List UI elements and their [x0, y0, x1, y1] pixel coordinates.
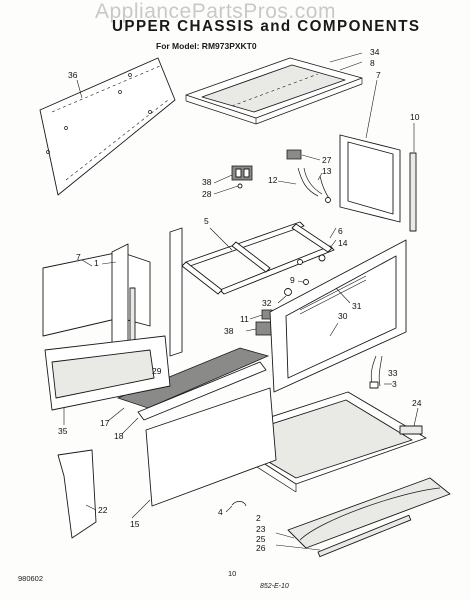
part-27-bracket — [286, 149, 321, 161]
part-10-vertical-strip — [409, 123, 417, 232]
callout-13: 13 — [322, 166, 332, 176]
part-12-13-wires — [277, 167, 331, 203]
callout-18: 18 — [114, 431, 124, 441]
part-7-right-frame — [339, 79, 401, 223]
callout-24: 24 — [412, 398, 422, 408]
callout-12: 12 — [268, 175, 278, 185]
part-25-26-bottom-trough — [275, 477, 451, 558]
footer-page-number: 10 — [228, 569, 237, 578]
callout-31: 31 — [352, 301, 362, 311]
callout-6: 6 — [338, 226, 343, 236]
model-subtitle: For Model: RM973PXKT0 — [156, 41, 257, 51]
part-34-top-chassis — [185, 52, 363, 125]
diagram-title: UPPER CHASSIS and COMPONENTS — [112, 18, 421, 35]
callout-4: 4 — [218, 507, 223, 517]
callout-7-left: 7 — [76, 252, 81, 262]
part-35-lower-panel — [44, 335, 171, 425]
part-38-relay — [213, 165, 253, 195]
part-15-front-panel — [131, 387, 277, 519]
callout-11: 11 — [240, 314, 249, 324]
callout-3: 3 — [392, 379, 397, 389]
callout-14: 14 — [338, 238, 348, 248]
callout-29: 29 — [152, 366, 162, 376]
part-33-3-connector — [369, 355, 392, 389]
callout-27: 27 — [322, 155, 332, 165]
callout-5: 5 — [204, 216, 209, 226]
callout-36: 36 — [68, 70, 78, 80]
callout-17: 17 — [100, 418, 110, 428]
callout-15: 15 — [130, 519, 140, 529]
callout-2: 2 — [256, 513, 261, 523]
part-17-18-front-strips — [107, 347, 270, 435]
callout-38-bottom: 38 — [224, 326, 234, 336]
part-4-clip — [225, 501, 247, 513]
callout-1: 1 — [94, 258, 99, 268]
footer-doc-number: 980602 — [18, 574, 44, 583]
part-9-screw — [297, 279, 309, 285]
callout-22: 22 — [98, 505, 108, 515]
callout-32: 32 — [262, 298, 272, 308]
callout-labels: 36 34 8 7 10 27 38 28 12 13 5 6 14 7 1 9… — [58, 47, 422, 553]
part-22-bracket — [57, 449, 97, 539]
part-30-31-door-frame — [269, 239, 407, 393]
callout-33: 33 — [388, 368, 398, 378]
callout-10: 10 — [410, 112, 420, 122]
callout-25: 25 — [256, 534, 266, 544]
callout-9: 9 — [290, 275, 295, 285]
callout-30: 30 — [338, 311, 348, 321]
part-5-frame-rails — [181, 221, 335, 295]
part-11-32-switch — [245, 288, 292, 336]
part-6-14-fittings — [297, 227, 337, 265]
part-36-back-panel — [39, 57, 176, 196]
watermark: AppliancePartsPros.com — [95, 0, 336, 23]
callout-7-right: 7 — [376, 70, 381, 80]
callout-8: 8 — [370, 58, 375, 68]
callout-23: 23 — [256, 524, 266, 534]
callout-34: 34 — [370, 47, 380, 57]
callout-28: 28 — [202, 189, 212, 199]
callout-35: 35 — [58, 426, 68, 436]
footer-drawing-code: 852-E-10 — [260, 583, 289, 590]
callout-38-top: 38 — [202, 177, 212, 187]
callout-26: 26 — [256, 543, 266, 553]
